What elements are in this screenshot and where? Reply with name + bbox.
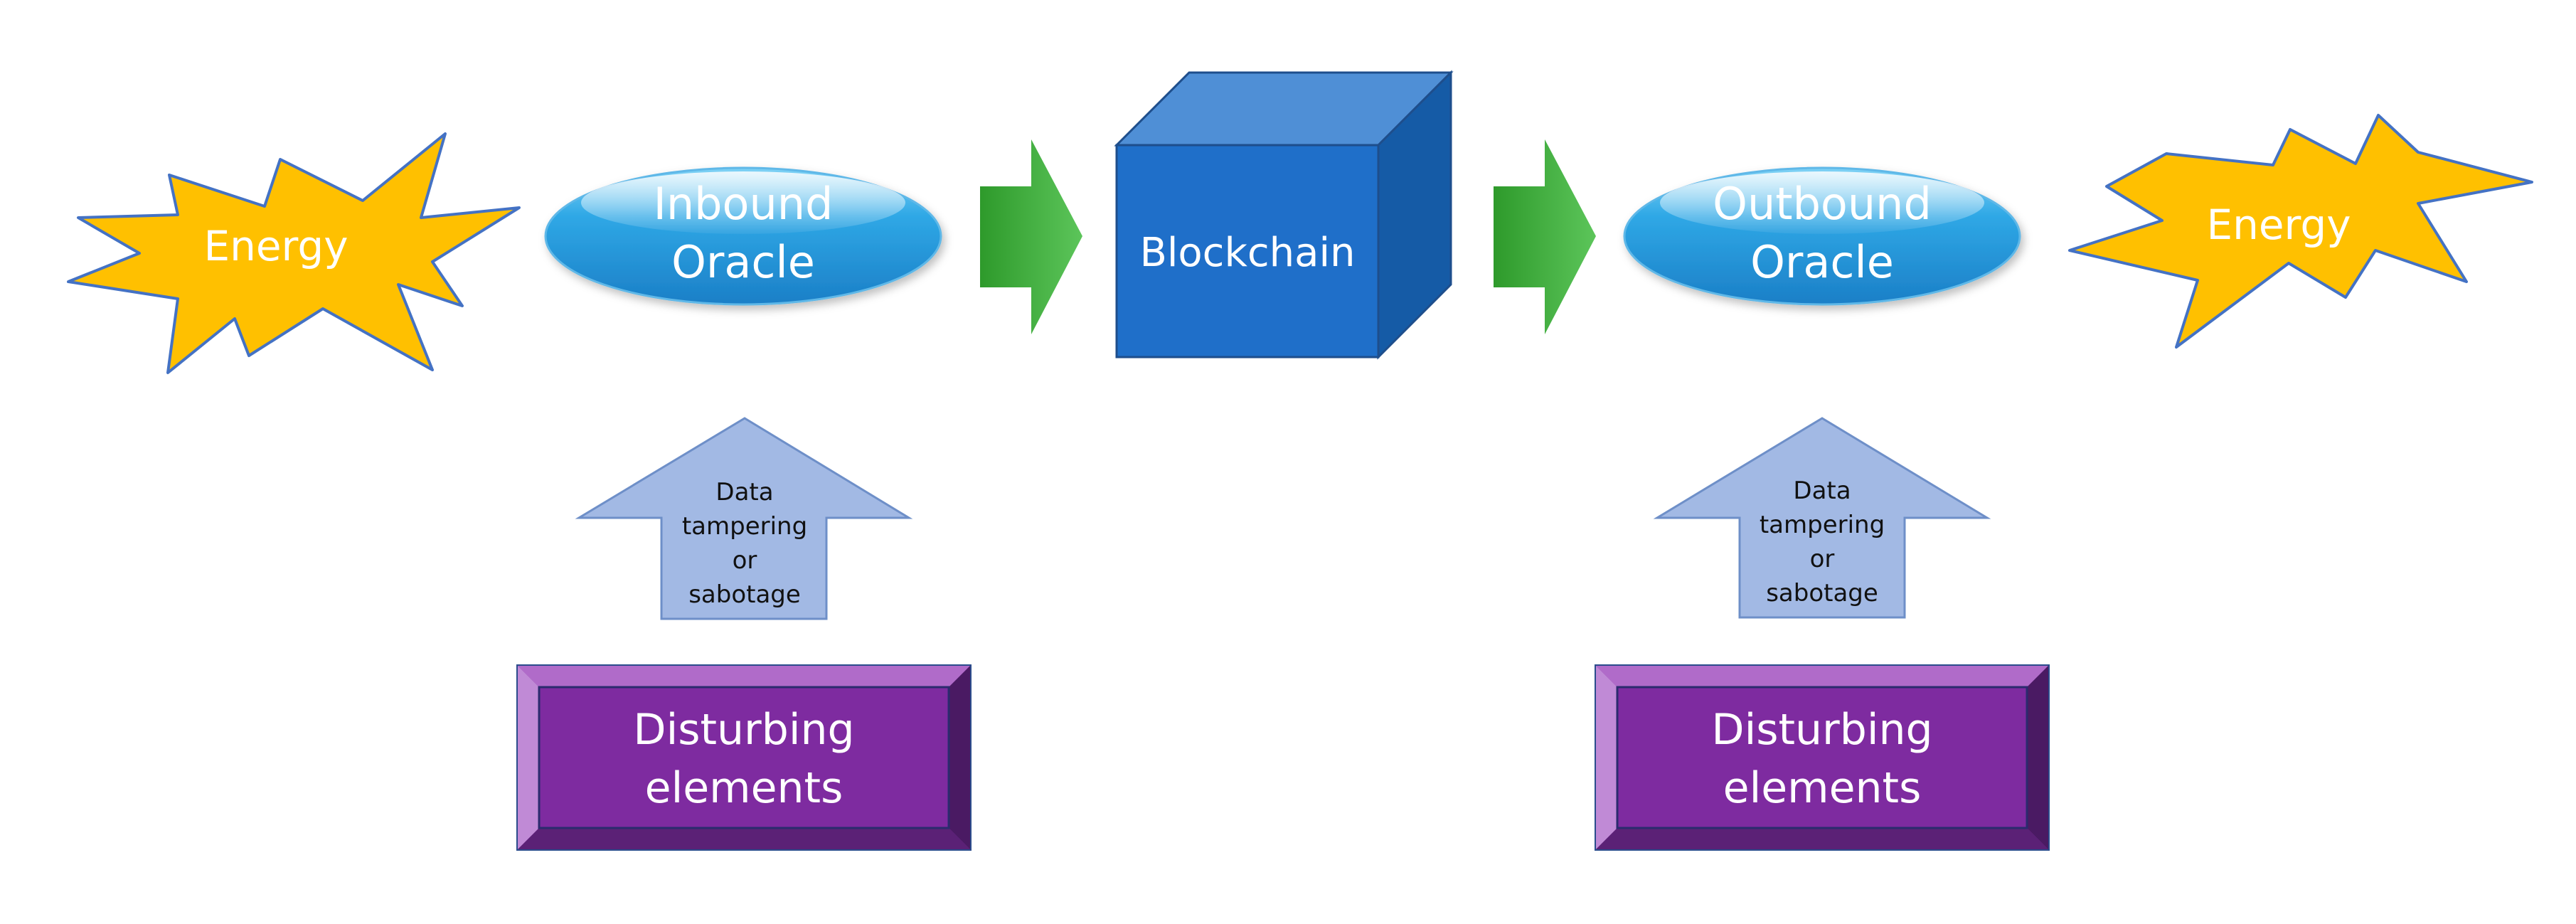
blockchain-cube: Blockchain: [1114, 70, 1454, 360]
outbound-oracle-line2: Oracle: [1750, 236, 1894, 288]
disturbing-elements-left-line1: Disturbing: [633, 705, 854, 755]
outbound-oracle-line1: Outbound: [1713, 178, 1932, 230]
disturbing-elements-right-line1: Disturbing: [1711, 705, 1932, 755]
threat-arrow-right: Data tampering or sabotage: [1653, 417, 1991, 619]
threat-arrow-left-shape: [575, 417, 913, 620]
flow-arrow-to-blockchain: [980, 139, 1082, 334]
blockchain-label: Blockchain: [1139, 230, 1355, 276]
energy-burst-left-shape: [67, 132, 521, 374]
threat-arrow-left: Data tampering or sabotage: [575, 417, 913, 620]
threat-arrow-right-line4: sabotage: [1766, 579, 1878, 607]
energy-label-right: Energy: [2206, 201, 2351, 249]
disturbing-elements-left-line2: elements: [645, 763, 843, 813]
threat-arrow-left-line2: tampering: [682, 512, 807, 541]
threat-arrow-right-line3: or: [1810, 545, 1835, 573]
inbound-oracle-line1: Inbound: [654, 178, 834, 230]
energy-burst-right: Energy: [2068, 114, 2533, 349]
blockchain-cube-front: [1115, 144, 1380, 359]
inbound-oracle-line2: Oracle: [671, 236, 815, 288]
flow-arrow-from-blockchain: [1494, 139, 1596, 334]
energy-burst-right-shape: [2068, 114, 2533, 349]
threat-arrow-right-shape: [1653, 417, 1991, 619]
disturbing-elements-right: Disturbing elements: [1595, 664, 2050, 851]
inbound-oracle: [544, 166, 942, 306]
threat-arrow-left-line3: or: [733, 546, 757, 575]
threat-arrow-right-line1: Data: [1793, 477, 1851, 505]
energy-burst-left: Energy: [67, 132, 521, 374]
outbound-oracle: [1623, 166, 2021, 306]
disturbing-elements-left: Disturbing elements: [516, 664, 972, 851]
threat-arrow-right-line2: tampering: [1760, 511, 1885, 539]
threat-arrow-left-line1: Data: [715, 478, 773, 506]
energy-label-left: Energy: [203, 222, 348, 270]
disturbing-elements-right-line2: elements: [1723, 763, 1922, 813]
threat-arrow-left-line4: sabotage: [688, 580, 801, 609]
